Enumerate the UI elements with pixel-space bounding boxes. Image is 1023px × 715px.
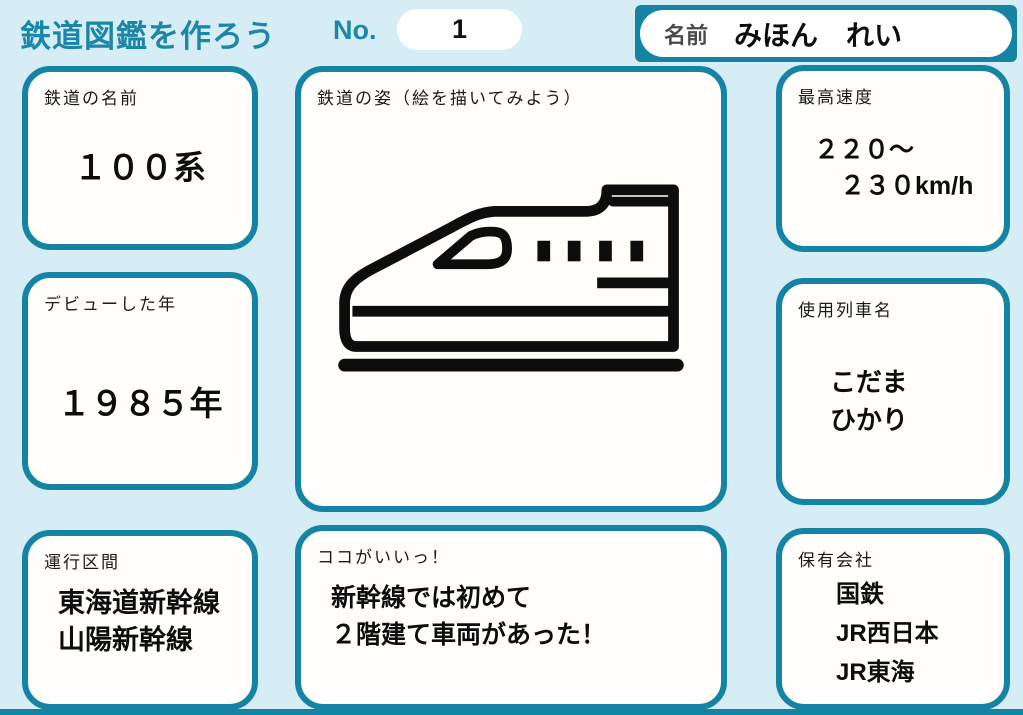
name-value: みほん れい (734, 19, 903, 51)
card-label: 鉄道の名前 (44, 89, 139, 108)
card-rail-name: 鉄道の名前 １００系 (22, 66, 258, 250)
card-train-names: 使用列車名 こだま ひかり (776, 278, 1010, 505)
card-value: こだま ひかり (798, 363, 988, 439)
card-top-speed: 最高速度 ２２０～ ２３０km/h (776, 65, 1010, 252)
no-value: 1 (451, 14, 468, 44)
no-label: No. (333, 15, 377, 45)
name-box: 名前 みほん れい (635, 5, 1017, 62)
card-highlight: ココがいいっ！ 新幹線では初めて ２階建て車両があった！ (295, 525, 727, 710)
card-value: １９８５年 (57, 385, 223, 422)
company-line: 国鉄 (836, 581, 884, 608)
card-value: 国鉄 JR西日本 JR東海 (798, 575, 988, 692)
train-name-line: ひかり (830, 405, 909, 435)
card-owner-company: 保有会社 国鉄 JR西日本 JR東海 (776, 528, 1010, 710)
train-name-line: こだま (830, 367, 908, 397)
card-value: ２２０～ ２３０km/h (798, 132, 988, 204)
shinkansen-train-icon (338, 184, 684, 372)
card-value: １００系 (74, 149, 206, 186)
company-line: JR東海 (836, 659, 915, 686)
card-value: 新幹線では初めて ２階建て車両があった！ (317, 580, 705, 654)
card-drawing: 鉄道の姿（絵を描いてみよう） (295, 66, 727, 512)
card-debut-year: デビューした年 １９８５年 (22, 272, 258, 490)
card-label: 最高速度 (798, 88, 874, 107)
bottom-accent-strip (0, 709, 1023, 715)
page-title: 鉄道図鑑を作ろう (20, 19, 276, 54)
highlight-line: 新幹線では初めて (331, 584, 532, 612)
route-line: 東海道新幹線 (58, 588, 220, 618)
card-label: 保有会社 (798, 551, 874, 570)
card-label: 鉄道の姿（絵を描いてみよう） (317, 89, 583, 108)
name-field: 名前 みほん れい (640, 10, 1012, 57)
name-label: 名前 (664, 22, 709, 48)
no-field: 1 (397, 9, 522, 50)
speed-line: ２３０km/h (840, 172, 974, 200)
card-label: 運行区間 (44, 553, 120, 572)
card-label: デビューした年 (44, 295, 177, 314)
speed-line: ２２０～ (814, 136, 915, 164)
card-label: 使用列車名 (798, 301, 893, 320)
route-line: 山陽新幹線 (58, 625, 193, 655)
card-label: ココがいいっ！ (317, 548, 450, 567)
card-route: 運行区間 東海道新幹線 山陽新幹線 (22, 530, 258, 710)
highlight-line: ２階建て車両があった！ (331, 621, 607, 649)
card-value: 東海道新幹線 山陽新幹線 (44, 585, 236, 659)
company-line: JR西日本 (836, 620, 939, 647)
